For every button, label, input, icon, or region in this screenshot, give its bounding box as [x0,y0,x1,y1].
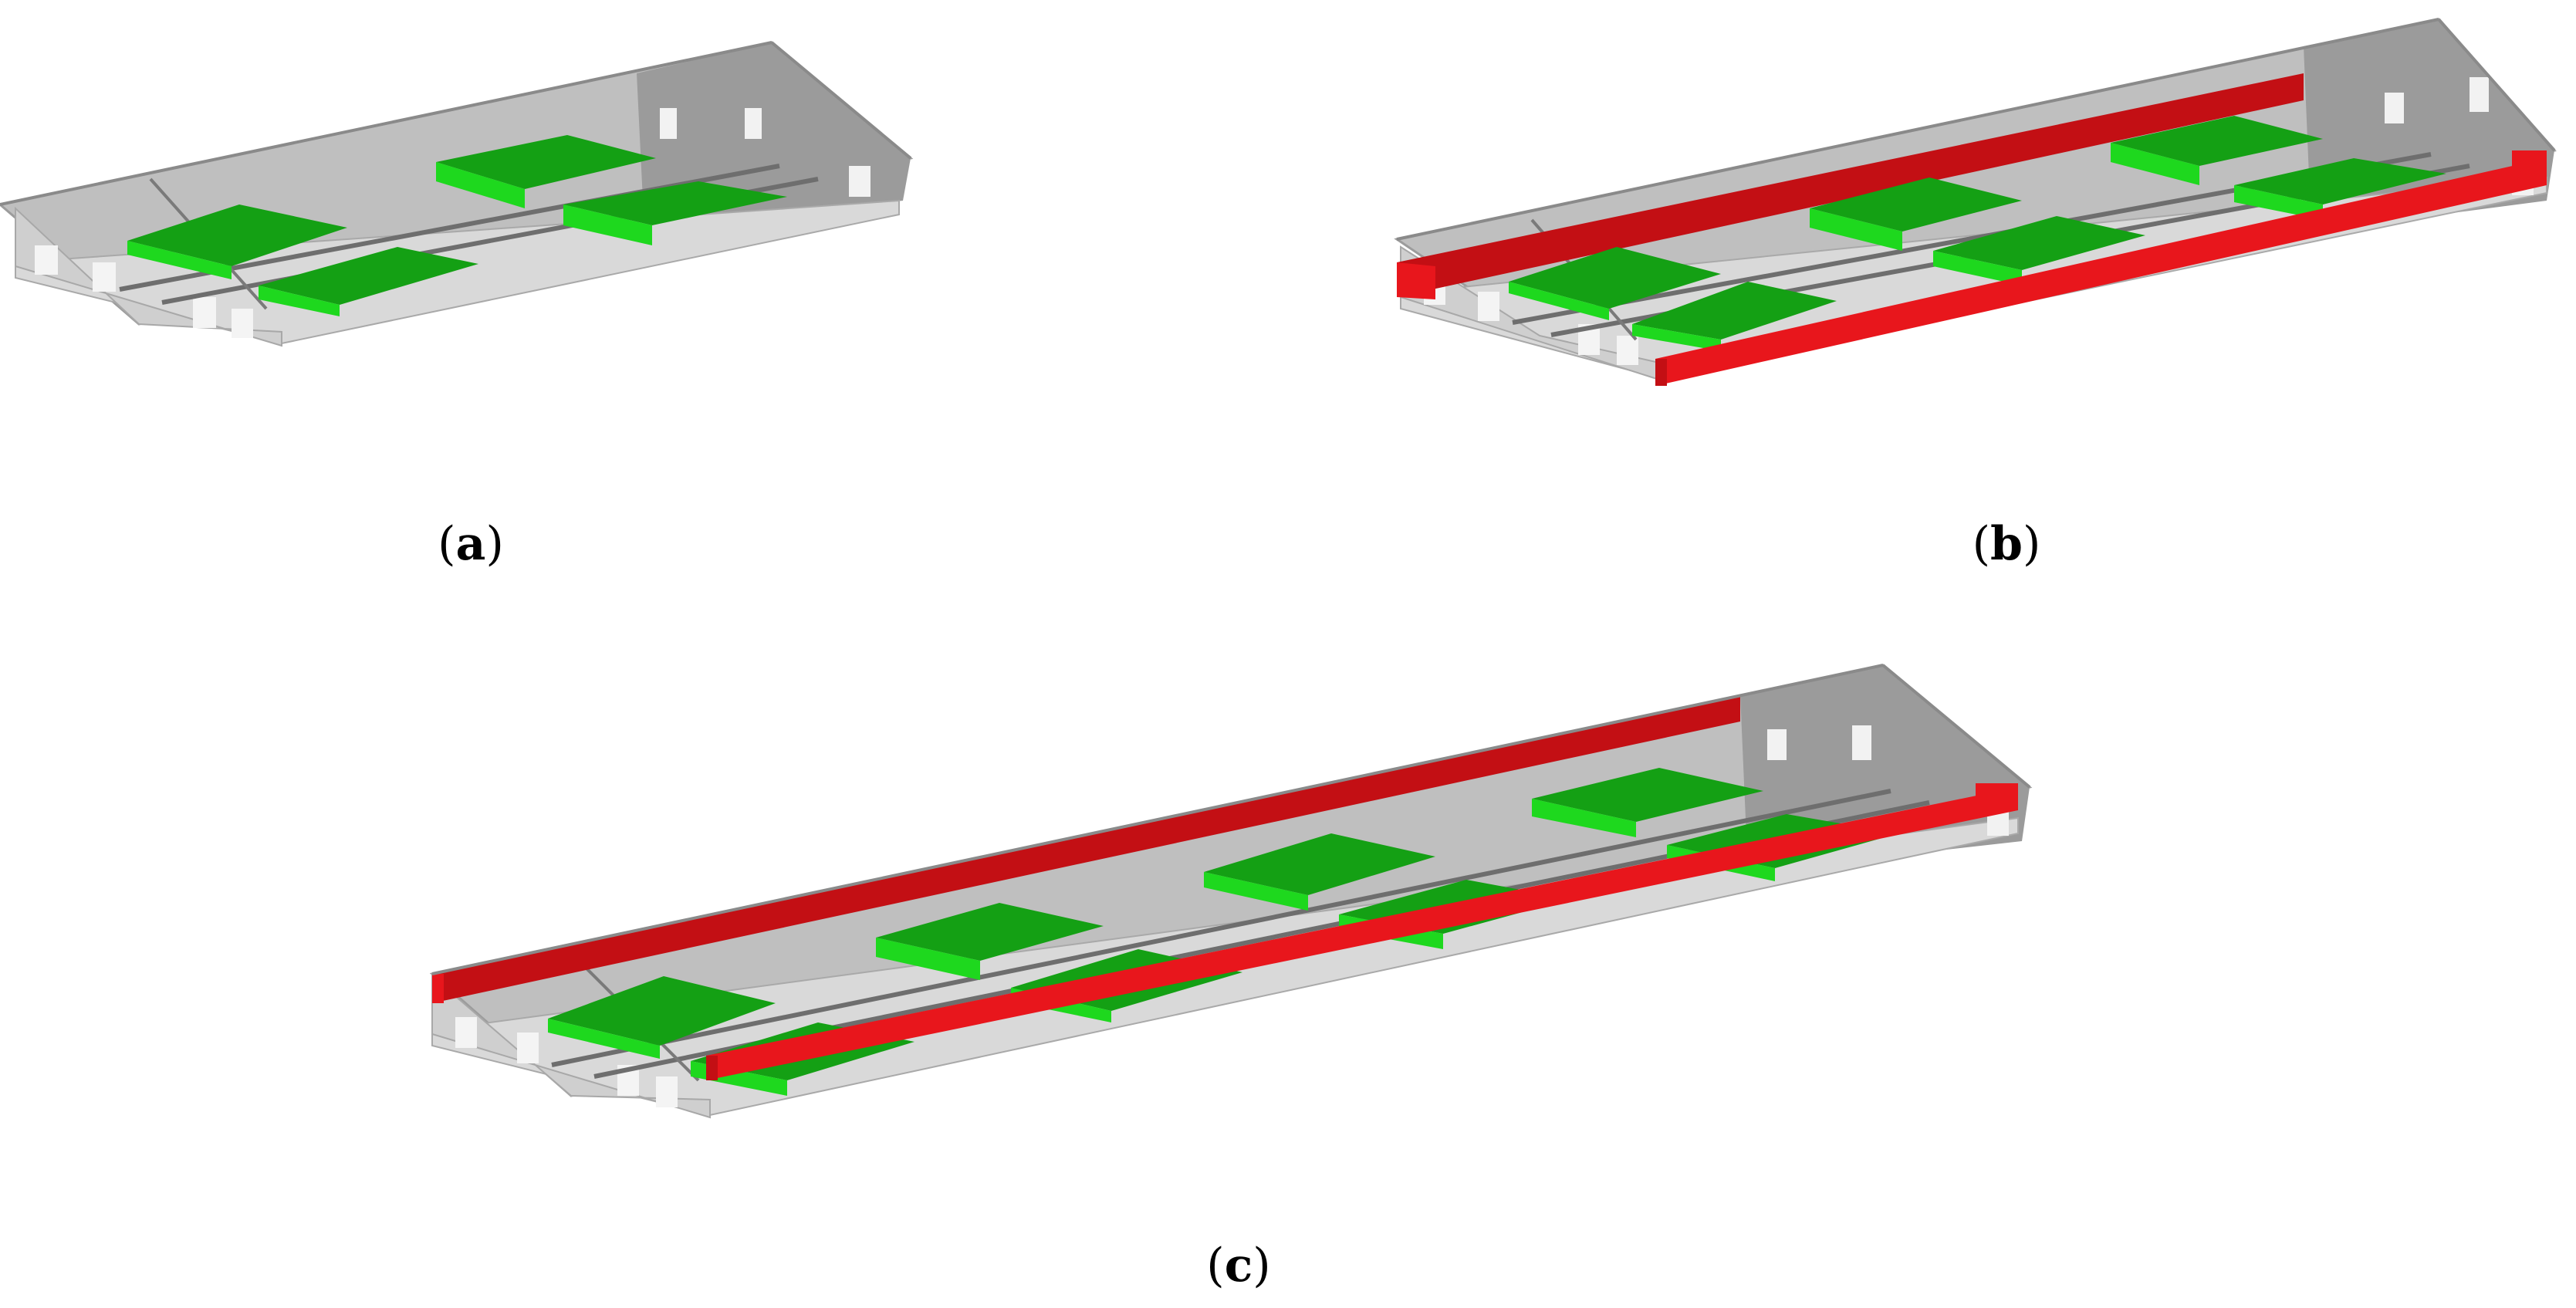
panel-b-model [1394,18,2557,386]
panel-b-green-block-1 [1509,247,1721,320]
panel-c-green-block-3 [876,903,1104,980]
caption-a-letter: a [455,517,486,571]
panel-c-green-block-1 [548,976,776,1059]
panel-a-model [0,41,914,347]
panel-b-red-front-beam [1655,150,2547,386]
panel-b-red-back-beam [1397,73,2304,299]
caption-a-open: ( [438,517,456,571]
panel-a-floor [15,199,900,345]
panel-b-green-block-6 [2234,158,2446,220]
panel-b-green-block-4 [1933,216,2145,286]
panel-a-green-block-1 [127,204,347,279]
panel-a-green-block-2 [259,247,478,316]
caption-b-close: ) [2022,517,2041,571]
panel-c-model [429,664,2033,1119]
caption-b: (b) [1973,517,2041,571]
caption-c: (c) [1206,1239,1270,1293]
panel-a-left-wall [15,206,282,347]
caption-b-letter: b [1990,517,2023,571]
caption-a: (a) [438,517,504,571]
caption-c-close: ) [1253,1239,1271,1293]
panel-a-green-block-4 [563,181,787,245]
panel-c-red-back-beam [432,695,1740,1003]
caption-c-letter: c [1224,1239,1253,1293]
panel-b-green-block-2 [1632,282,1837,351]
panel-b-green-block-3 [1810,177,2022,251]
panel-c-green-block-7 [1532,768,1763,837]
panel-c-green-block-5 [1204,833,1435,911]
caption-c-open: ( [1206,1239,1225,1293]
panel-a-green-block-3 [436,135,656,208]
panel-c-rail-1 [551,789,1891,1067]
panel-b-green-block-5 [2111,116,2323,185]
panel-c-left-wall [431,974,711,1119]
caption-b-open: ( [1972,517,1991,571]
panel-c-red-front-beam [706,783,2018,1080]
caption-a-close: ) [485,517,504,571]
